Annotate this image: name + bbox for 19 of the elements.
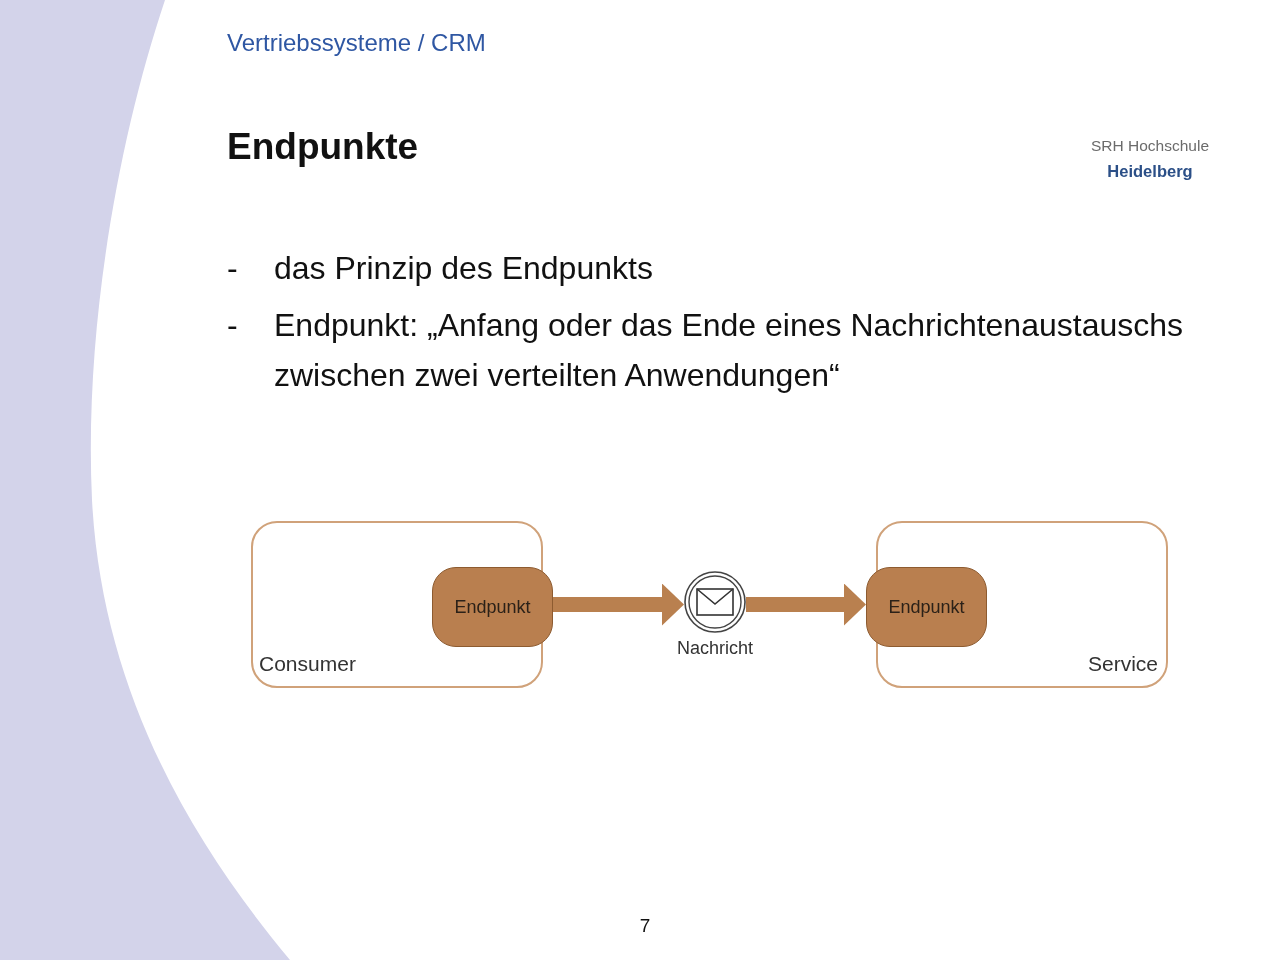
bullet-text: das Prinzip des Endpunkts [274, 249, 654, 288]
endpoint-box [432, 567, 553, 647]
box-label: Endpunkt [888, 596, 965, 618]
block-arrow [553, 583, 684, 626]
bullet-dash: - [227, 249, 238, 288]
container-label: Service [1087, 652, 1158, 676]
endpoint-box [866, 567, 987, 647]
envelope-icon [684, 571, 746, 633]
university-name: SRH Hochschule [1090, 136, 1210, 156]
container-label: Consumer [259, 652, 356, 676]
block-arrow [746, 583, 866, 626]
section-header: Vertriebssysteme / CRM [227, 29, 486, 57]
node-caption: Nachricht [676, 637, 754, 659]
page-number: 7 [638, 915, 652, 937]
university-name: Heidelberg [1106, 161, 1194, 181]
bullet-dash: - [227, 306, 238, 345]
slide-title: Endpunkte [227, 125, 419, 169]
box-label: Endpunkt [454, 596, 531, 618]
bullet-text: Endpunkt: „Anfang oder das Ende eines Nachrichtenaustauschs zwischen zwei verteilten Anwendungen“ [274, 306, 1185, 395]
